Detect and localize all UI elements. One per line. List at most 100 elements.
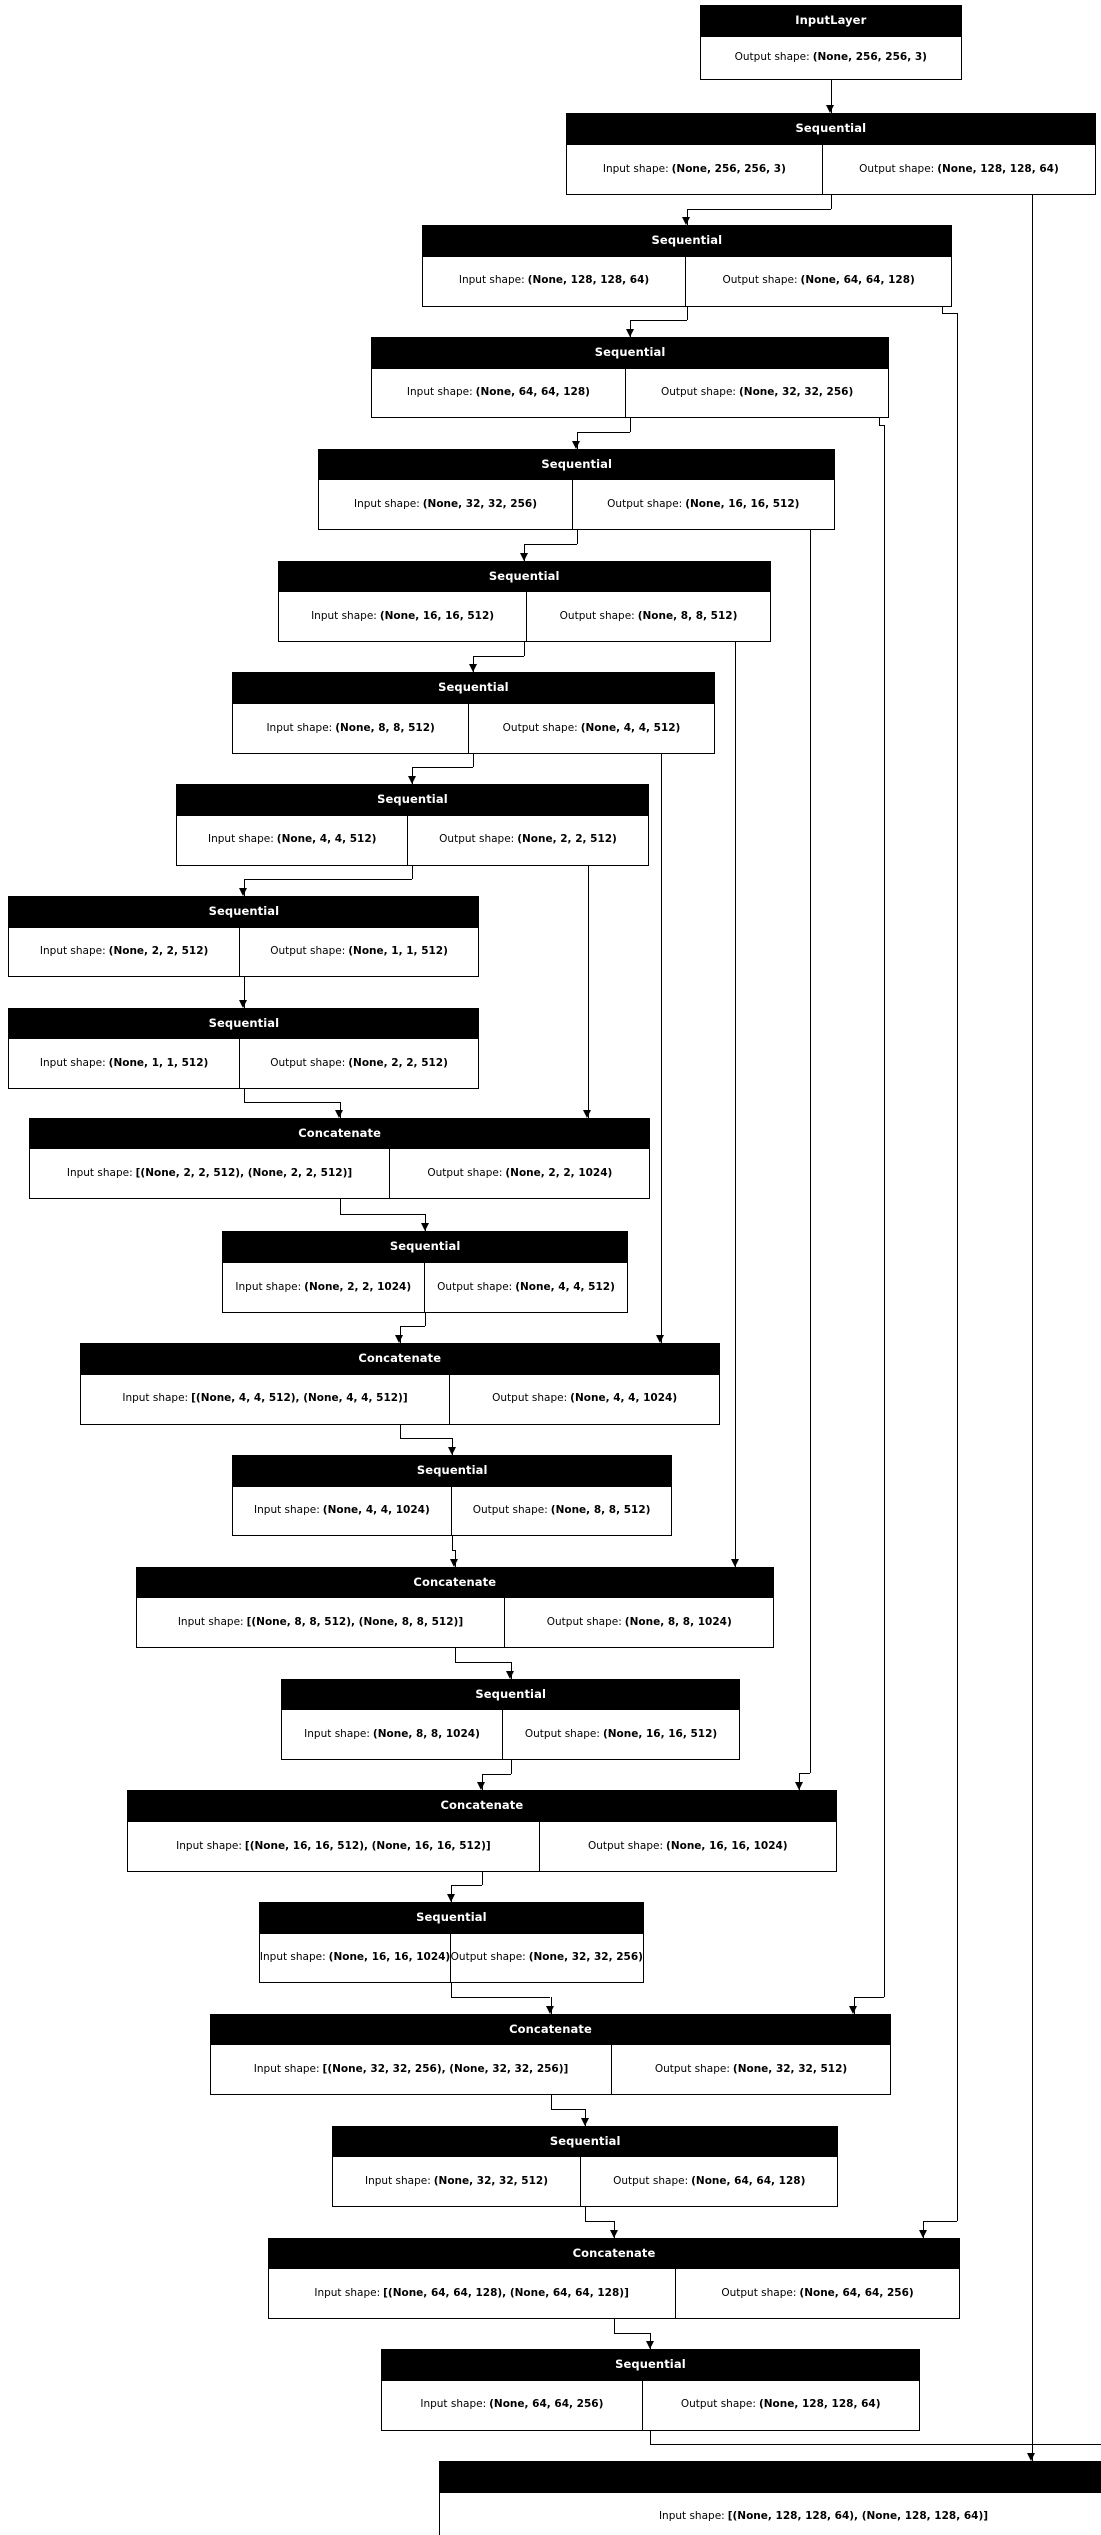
arrowhead-n18-to-n19 bbox=[580, 2117, 589, 2126]
output-shape-label: Output shape: bbox=[559, 609, 635, 622]
edge-n6-to-n7 bbox=[412, 767, 414, 785]
edge-n3-to-n4 bbox=[576, 432, 631, 434]
input-shape-value: (None, 32, 32, 512) bbox=[433, 2174, 549, 2187]
edge-n20-to-n21 bbox=[614, 2332, 651, 2334]
output-shape-value: (None, 1, 1, 512) bbox=[348, 945, 448, 958]
edge-n9-to-n10 bbox=[243, 1089, 245, 1103]
arrowhead-n13-to-n14 bbox=[450, 1558, 459, 1567]
arrowhead-n20-to-n21 bbox=[645, 2341, 654, 2350]
edge-n11-to-n12 bbox=[399, 1326, 401, 1344]
skip-drop-n6 bbox=[660, 1326, 662, 1344]
layer-shape-row: Input shape:(None, 8, 8, 1024)Output sha… bbox=[282, 1709, 740, 1759]
layer-title: Sequential bbox=[222, 1232, 628, 1262]
arrowhead-n1-to-n2 bbox=[682, 217, 691, 226]
layer-title: Sequential bbox=[9, 1008, 479, 1039]
layer-input-shape: Input shape:[(None, 2, 2, 512), (None, 2… bbox=[30, 1149, 391, 1199]
layer-input-shape: Input shape:[(None, 32, 32, 256), (None,… bbox=[211, 2045, 613, 2095]
layer-output-shape: Output shape:(None, 256, 256, 3) bbox=[701, 37, 962, 79]
layer-output-shape: Output shape:(None, 2, 2, 512) bbox=[240, 1039, 479, 1088]
edge-n4-to-n5 bbox=[524, 543, 526, 561]
skip-lane-n6 bbox=[660, 760, 662, 1327]
layer-shape-row: Output shape:(None, 256, 256, 3) bbox=[700, 35, 962, 79]
edge-n15-to-n16 bbox=[510, 1759, 512, 1774]
edge-n10-to-n11 bbox=[339, 1199, 341, 1214]
layer-output-shape: Output shape:(None, 16, 16, 512) bbox=[573, 480, 834, 529]
edge-n14-to-n15 bbox=[510, 1661, 512, 1679]
layer-title: Sequential bbox=[233, 673, 714, 703]
layer-shape-row: Input shape:[(None, 4, 4, 512), (None, 4… bbox=[80, 1373, 719, 1424]
edge-n15-to-n16 bbox=[481, 1773, 511, 1775]
layer-input-shape: Input shape:[(None, 4, 4, 512), (None, 4… bbox=[81, 1374, 451, 1424]
skip-lane-n4 bbox=[809, 536, 811, 1774]
output-shape-value: (None, 64, 64, 128) bbox=[691, 2174, 806, 2187]
layer-title: Concatenate bbox=[211, 2014, 890, 2045]
output-shape-label: Output shape: bbox=[680, 2398, 756, 2411]
arrowhead-skip-n5-to-n14 bbox=[730, 1558, 739, 1567]
layer-title: Sequential bbox=[278, 561, 770, 592]
layer-input-shape: Input shape:(None, 16, 16, 512) bbox=[279, 592, 528, 641]
layer-title: Concatenate bbox=[439, 2462, 1101, 2492]
input-shape-value: (None, 8, 8, 512) bbox=[335, 721, 435, 734]
output-shape-value: (None, 8, 8, 512) bbox=[637, 609, 738, 622]
output-shape-value: (None, 4, 4, 512) bbox=[580, 721, 681, 734]
output-shape-label: Output shape: bbox=[437, 1280, 513, 1293]
edge-n10-to-n11 bbox=[339, 1213, 426, 1215]
skip-stub-n2 bbox=[941, 304, 943, 314]
arrowhead-n16-to-n17 bbox=[446, 1894, 455, 1903]
output-shape-label: Output shape: bbox=[492, 1392, 568, 1405]
output-shape-label: Output shape: bbox=[524, 1727, 600, 1740]
input-shape-label: Input shape: bbox=[260, 1951, 326, 1964]
skip-drop-n7 bbox=[587, 1101, 589, 1118]
input-shape-label: Input shape: bbox=[266, 721, 333, 734]
layer-output-shape: Output shape:(None, 2, 2, 512) bbox=[408, 816, 647, 865]
input-shape-label: Input shape: bbox=[176, 1839, 242, 1852]
arrowhead-n5-to-n6 bbox=[468, 664, 477, 673]
input-shape-label: Input shape: bbox=[39, 1056, 106, 1069]
arrowhead-n12-to-n13 bbox=[447, 1447, 456, 1455]
arrowhead-n17-to-n18 bbox=[546, 2005, 554, 2014]
output-shape-value: (None, 64, 64, 128) bbox=[800, 274, 915, 287]
layer-title: Concatenate bbox=[80, 1344, 719, 1374]
edge-n12-to-n13 bbox=[399, 1438, 453, 1440]
output-shape-label: Output shape: bbox=[270, 1056, 346, 1069]
arrowhead-skip-n1-to-n22 bbox=[1027, 2453, 1036, 2462]
layer-output-shape: Output shape:(None, 32, 32, 256) bbox=[451, 1934, 643, 1983]
output-shape-label: Output shape: bbox=[587, 1839, 664, 1852]
layer-title: Concatenate bbox=[128, 1791, 836, 1821]
arrowhead-n3-to-n4 bbox=[572, 440, 581, 449]
skip-stub-n7 bbox=[587, 863, 589, 873]
layer-title: Sequential bbox=[177, 785, 648, 815]
layer-shape-row: Input shape:(None, 2, 2, 512)Output shap… bbox=[9, 926, 479, 977]
arrowhead-n14-to-n15 bbox=[506, 1670, 515, 1679]
arrowhead-n6-to-n7 bbox=[407, 776, 416, 785]
layer-output-shape: Output shape:(None, 16, 16, 1024) bbox=[540, 1822, 836, 1871]
layer-shape-row: Input shape:(None, 4, 4, 512)Output shap… bbox=[177, 814, 648, 865]
edge-n2-to-n3 bbox=[630, 320, 687, 322]
layer-output-shape: Output shape:(None, 2, 2, 1024) bbox=[390, 1149, 649, 1198]
layer-title: Sequential bbox=[319, 449, 835, 480]
output-shape-value: (None, 8, 8, 512) bbox=[550, 1504, 651, 1517]
